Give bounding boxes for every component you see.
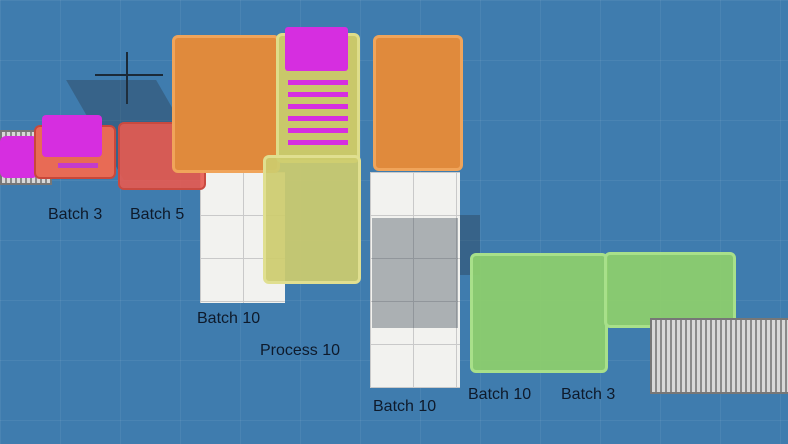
label-batch-3-left: Batch 3 — [48, 206, 103, 223]
crosshair-marker-vertical — [126, 52, 128, 104]
floor-tile-area — [370, 172, 460, 388]
station-orange-tall-right[interactable] — [373, 35, 463, 171]
shadow — [372, 218, 458, 328]
product-item — [0, 136, 38, 178]
station-orange-tall-left[interactable] — [172, 35, 280, 173]
product-item — [42, 115, 102, 157]
crosshair-marker — [95, 74, 163, 76]
product-shelf-stack — [288, 80, 348, 150]
conveyor-right — [650, 318, 788, 394]
product-item — [285, 27, 348, 71]
label-batch-10-green: Batch 10 — [468, 386, 532, 403]
label-batch-5: Batch 5 — [130, 206, 185, 223]
station-batch-3-green[interactable] — [604, 252, 736, 328]
label-batch-3-right: Batch 3 — [561, 386, 616, 403]
label-process-10: Process 10 — [260, 342, 341, 359]
station-batch-10-yellow[interactable] — [263, 155, 361, 284]
label-batch-10-floor: Batch 10 — [197, 310, 261, 327]
station-batch-10-green[interactable] — [470, 253, 608, 373]
product-item — [58, 163, 98, 168]
label-batch-10-bottom: Batch 10 — [373, 398, 437, 415]
